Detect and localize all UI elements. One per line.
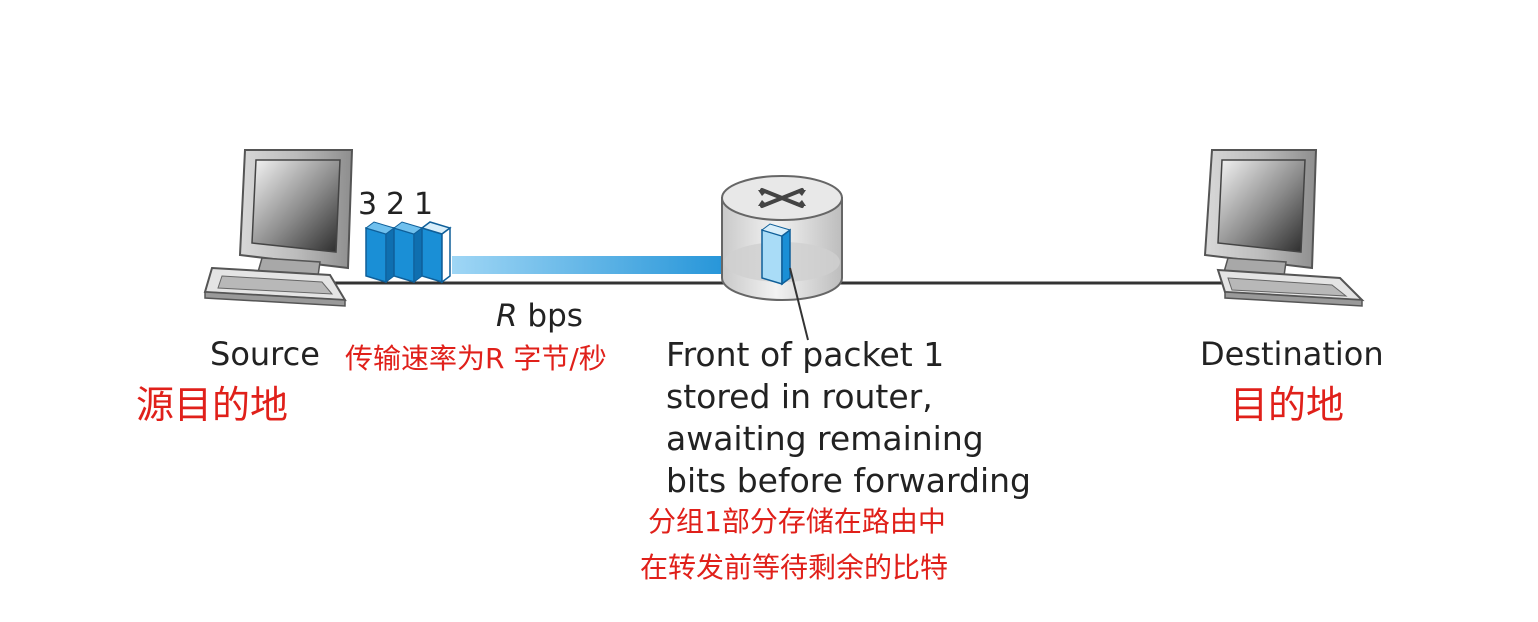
packet-3 bbox=[364, 221, 396, 284]
source-label-zh: 源目的地 bbox=[136, 383, 289, 427]
router-annotation-zh-line-2: 在转发前等待剩余的比特 bbox=[640, 551, 949, 584]
router-annotation-line-1: Front of packet 1 bbox=[666, 335, 945, 374]
packet-number-2: 2 bbox=[386, 187, 406, 222]
packet-2 bbox=[392, 221, 424, 284]
router-annotation-zh-line-1: 分组1部分存储在路由中 bbox=[648, 505, 946, 538]
router-annotation: Front of packet 1 stored in router, awai… bbox=[666, 334, 1031, 502]
packet-1 bbox=[420, 221, 452, 284]
rate-variable: R bbox=[496, 298, 518, 334]
packet-1-in-router bbox=[760, 223, 792, 286]
router-annotation-line-3: awaiting remaining bbox=[666, 419, 984, 458]
link-rate-label: R bps bbox=[496, 301, 583, 332]
callout-line bbox=[789, 267, 809, 341]
destination-label: Destination bbox=[1200, 335, 1384, 373]
link-rate-label-zh: 传输速率为R 字节/秒 bbox=[345, 342, 607, 375]
rate-unit: bps bbox=[517, 298, 583, 334]
packet-number-3: 3 bbox=[358, 187, 378, 222]
packet-number-1: 1 bbox=[414, 187, 434, 222]
router-annotation-line-2: stored in router, bbox=[666, 377, 933, 416]
source-computer-icon bbox=[203, 149, 354, 307]
router-annotation-line-4: bits before forwarding bbox=[666, 461, 1031, 500]
destination-computer-icon bbox=[1203, 149, 1365, 307]
source-label: Source bbox=[210, 335, 320, 373]
destination-label-zh: 目的地 bbox=[1230, 383, 1345, 427]
